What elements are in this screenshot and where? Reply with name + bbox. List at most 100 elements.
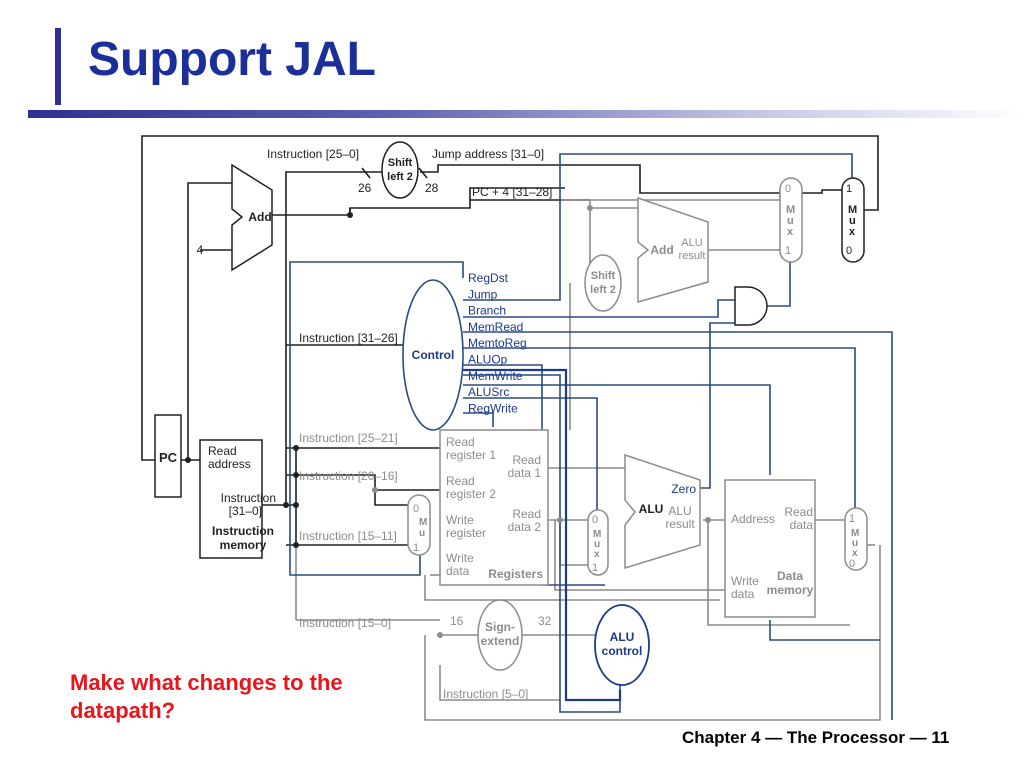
dmem-write-2: data bbox=[731, 587, 755, 601]
reg-read-2b: register 2 bbox=[446, 487, 496, 501]
label-instr-15-11: Instruction [15–11] bbox=[299, 529, 397, 543]
control-signal-branch: Branch bbox=[468, 304, 506, 318]
control-signal-alusrc: ALUSrc bbox=[468, 385, 509, 399]
svg-text:x: x bbox=[787, 226, 794, 238]
data-memory bbox=[724, 479, 816, 618]
svg-text:0: 0 bbox=[413, 503, 419, 515]
reg-write-b: register bbox=[446, 526, 486, 540]
svg-text:M: M bbox=[848, 204, 857, 216]
alusrc-mux: 0 M u x 1 bbox=[587, 509, 609, 576]
jump-shift-left bbox=[381, 141, 419, 199]
reg-read-2a: Read bbox=[446, 474, 475, 488]
alu-label: ALU bbox=[639, 502, 664, 516]
label-instr-15-0: Instruction [15–0] bbox=[299, 616, 391, 630]
instruction-memory bbox=[199, 439, 263, 559]
alu-control bbox=[594, 604, 650, 686]
reg-rdata-1b: data 1 bbox=[508, 466, 542, 480]
branch-shift-left bbox=[584, 254, 622, 312]
control-signal-memread: MemRead bbox=[468, 320, 523, 334]
pc-label: PC bbox=[159, 450, 178, 465]
svg-text:1: 1 bbox=[846, 183, 852, 195]
label-instr-25-0: Instruction [25–0] bbox=[267, 147, 359, 161]
label-instr-31-26: Instruction [31–26] bbox=[299, 331, 398, 345]
reg-rdata-2a: Read bbox=[512, 507, 541, 521]
label-32: 32 bbox=[538, 614, 552, 628]
imem-read: Read bbox=[208, 444, 237, 458]
svg-text:x: x bbox=[849, 226, 856, 238]
control-signal-memtoreg: MemtoReg bbox=[468, 336, 527, 350]
highlighted-path bbox=[463, 368, 622, 702]
imem-title-1: Instruction bbox=[212, 524, 274, 538]
svg-text:M: M bbox=[419, 517, 427, 528]
blue-control-wires bbox=[289, 153, 893, 720]
imem-title-2: memory bbox=[220, 538, 267, 552]
branch-adder-result-2: result bbox=[679, 250, 706, 262]
alu-zero: Zero bbox=[671, 482, 696, 496]
reg-read-1b: register 1 bbox=[446, 448, 496, 462]
svg-text:u: u bbox=[849, 215, 856, 227]
label-28: 28 bbox=[425, 181, 439, 195]
regdst-mux: 0 M u 1 bbox=[407, 494, 431, 556]
control-unit bbox=[402, 279, 464, 431]
label-pc4: PC + 4 [31–28] bbox=[472, 185, 552, 199]
dmem-write-1: Write bbox=[731, 574, 759, 588]
svg-text:1: 1 bbox=[592, 562, 598, 574]
svg-text:0: 0 bbox=[846, 245, 852, 257]
branch-shift-label-2: left 2 bbox=[590, 284, 616, 296]
svg-text:u: u bbox=[852, 538, 858, 549]
reg-wdata-a: Write bbox=[446, 551, 474, 565]
branch-and-gate bbox=[734, 286, 768, 326]
label-instr-5-0: Instruction [5–0] bbox=[443, 687, 528, 701]
label-16: 16 bbox=[450, 614, 464, 628]
junction-dots bbox=[185, 205, 711, 638]
jump-shift-label-1: Shift bbox=[388, 157, 413, 169]
branch-adder-result-1: ALU bbox=[681, 237, 702, 249]
alu-control-1: ALU bbox=[610, 630, 635, 644]
label-instr-25-21: Instruction [25–21] bbox=[299, 431, 398, 445]
alu-result-2: result bbox=[665, 517, 695, 531]
sign-extend-2: extend bbox=[481, 634, 520, 648]
reg-title: Registers bbox=[488, 567, 543, 581]
svg-text:u: u bbox=[419, 528, 425, 539]
slide-footer: Chapter 4 — The Processor — 11 bbox=[682, 728, 950, 747]
constant-four: 4 bbox=[197, 243, 204, 257]
imem-bits: [31–0] bbox=[229, 504, 262, 518]
svg-text:1: 1 bbox=[413, 542, 419, 554]
control-label: Control bbox=[412, 348, 455, 362]
slide-title: Support JAL bbox=[88, 33, 376, 86]
jump-shift-label-2: left 2 bbox=[387, 171, 413, 183]
reg-rdata-2b: data 2 bbox=[508, 520, 542, 534]
svg-text:M: M bbox=[851, 528, 859, 539]
sign-extend-1: Sign- bbox=[485, 620, 515, 634]
title-divider bbox=[28, 110, 1024, 118]
pc-register bbox=[154, 414, 182, 498]
alu-result-1: ALU bbox=[668, 504, 691, 518]
svg-text:u: u bbox=[787, 215, 794, 227]
label-instr-20-16: Instruction [20–16] bbox=[299, 469, 398, 483]
pc-adder-label: Add bbox=[248, 210, 271, 224]
branch-adder-label: Add bbox=[650, 243, 673, 257]
branch-shift-label-1: Shift bbox=[591, 270, 616, 282]
control-signal-regwrite: RegWrite bbox=[468, 401, 518, 415]
dmem-title-2: memory bbox=[767, 583, 814, 597]
black-wires bbox=[141, 135, 879, 546]
control-signal-labels: RegDstJumpBranchMemReadMemtoRegALUOpMemW… bbox=[468, 271, 527, 415]
svg-text:M: M bbox=[786, 204, 795, 216]
main-alu bbox=[624, 453, 701, 570]
dmem-title-1: Data bbox=[777, 569, 803, 583]
control-signal-aluop: ALUOp bbox=[468, 353, 508, 367]
branch-adder bbox=[637, 196, 709, 303]
svg-text:x: x bbox=[594, 549, 600, 560]
reg-rdata-1a: Read bbox=[512, 453, 541, 467]
imem-address: address bbox=[208, 457, 251, 471]
memtoreg-mux: 1 M u x 0 bbox=[844, 507, 868, 571]
dmem-read-2: data bbox=[790, 518, 814, 532]
sign-extend bbox=[477, 599, 523, 671]
alu-control-2: control bbox=[602, 644, 643, 658]
title-accent-bar bbox=[55, 28, 61, 105]
reg-wdata-b: data bbox=[446, 564, 470, 578]
svg-text:0: 0 bbox=[849, 558, 855, 570]
pc-adder bbox=[231, 163, 273, 272]
slide-question: Make what changes to the datapath? bbox=[70, 670, 343, 723]
control-signal-memwrite: MemWrite bbox=[468, 369, 523, 383]
